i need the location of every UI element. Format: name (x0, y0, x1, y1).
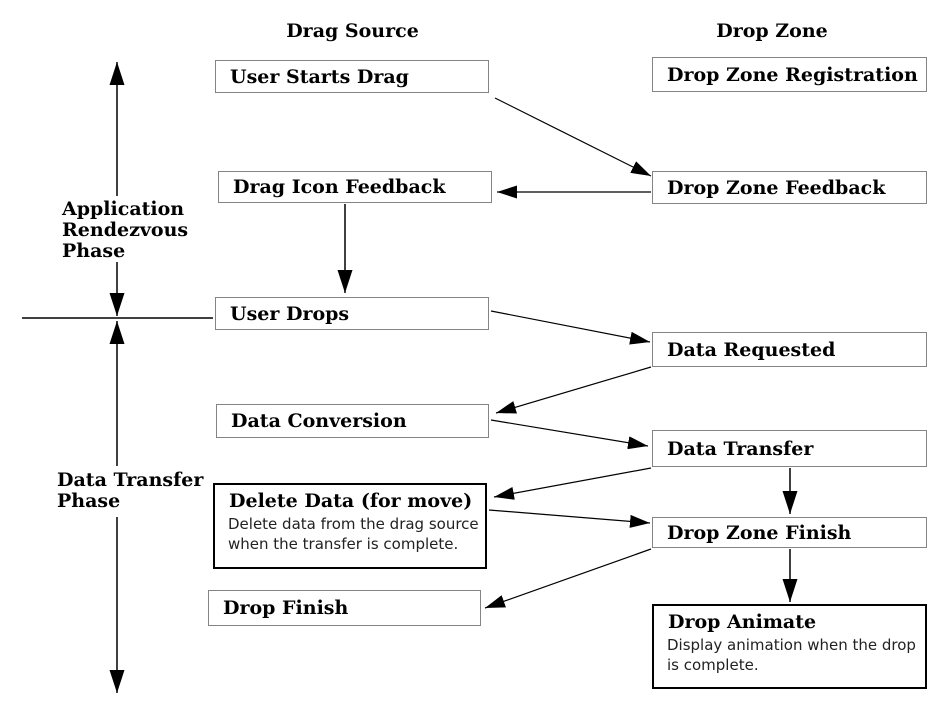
column-header-drop-zone: Drop Zone (716, 20, 828, 42)
box-user-drops-title: User Drops (230, 302, 350, 325)
box-delete-data: Delete Data (for move) Delete data from … (213, 483, 487, 569)
box-drop-zone-finish-title: Drop Zone Finish (667, 521, 852, 544)
box-data-requested-title: Data Requested (667, 338, 836, 361)
box-user-starts-drag-title: User Starts Drag (230, 65, 409, 88)
arrow-drop-zone-finish-to-drop-finish (484, 548, 652, 609)
box-delete-data-title: Delete Data (for move) (229, 490, 473, 512)
arrow-delete-data-to-drop-zone-finish (488, 509, 651, 528)
box-delete-data-description: Delete data from the drag source when th… (228, 515, 479, 553)
box-drop-zone-feedback: Drop Zone Feedback (652, 171, 927, 204)
box-drop-zone-feedback-title: Drop Zone Feedback (667, 176, 886, 199)
box-drop-finish-title: Drop Finish (223, 597, 349, 619)
arrow-data-transfer-to-delete-data (493, 467, 652, 500)
box-drag-icon-feedback-title: Drag Icon Feedback (233, 176, 446, 198)
box-data-conversion-title: Data Conversion (231, 410, 407, 432)
column-header-drag-source: Drag Source (286, 20, 419, 42)
arrow-user-drops-to-data-requested (490, 310, 651, 345)
box-user-drops: User Drops (215, 297, 489, 330)
box-data-transfer-title: Data Transfer (667, 437, 814, 460)
box-data-transfer: Data Transfer (652, 430, 927, 467)
phase-label-data-transfer: Data Transfer Phase (57, 469, 204, 512)
arrow-data-requested-to-data-conversion (495, 366, 652, 414)
arrow-data-conversion-to-data-transfer (490, 419, 649, 450)
box-data-conversion: Data Conversion (216, 404, 489, 438)
box-user-starts-drag: User Starts Drag (215, 60, 489, 93)
box-drop-animate-title: Drop Animate (668, 611, 817, 633)
box-drop-animate: Drop Animate Display animation when the … (652, 604, 927, 689)
box-drop-animate-description: Display animation when the drop is compl… (667, 636, 916, 674)
arrow-user-starts-drag-to-drop-zone-feedback (494, 97, 652, 177)
box-drop-finish: Drop Finish (208, 590, 481, 626)
phase-label-application-rendezvous: Application Rendezvous Phase (62, 198, 189, 262)
box-data-requested: Data Requested (652, 332, 927, 367)
box-drop-zone-finish: Drop Zone Finish (652, 517, 927, 548)
box-drag-icon-feedback: Drag Icon Feedback (218, 171, 492, 203)
box-drop-zone-registration-title: Drop Zone Registration (667, 63, 918, 86)
box-drop-zone-registration: Drop Zone Registration (652, 57, 927, 92)
